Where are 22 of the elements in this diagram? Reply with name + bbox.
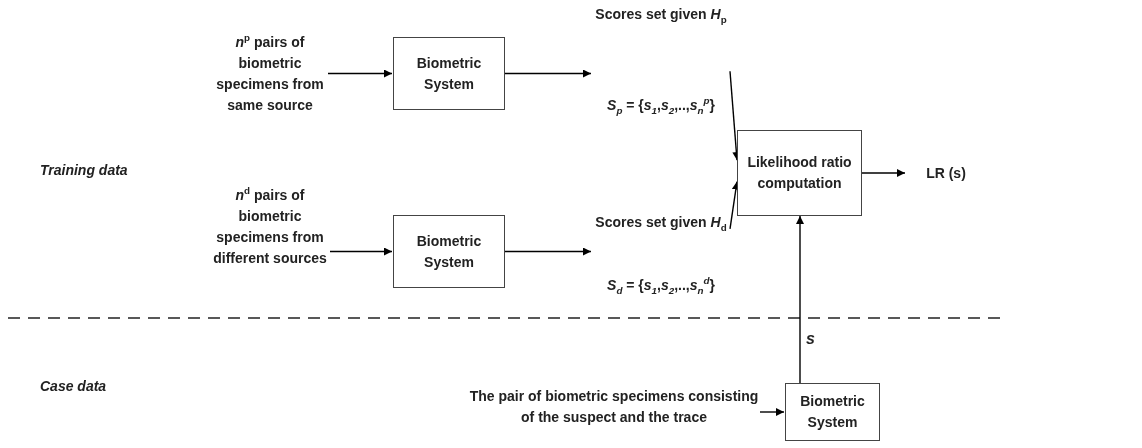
process-box: Biometric System bbox=[393, 215, 505, 288]
text-label: The pair of biometric specimens consisting of the suspect and the trace bbox=[468, 374, 760, 440]
arrow bbox=[329, 247, 393, 256]
arrow bbox=[504, 69, 592, 78]
arrow bbox=[861, 169, 906, 177]
text-label: LR (s) bbox=[906, 161, 986, 185]
formula-text: S$_{d}$ = {s$_{1}$,s$_{2}$,..,s$_{n}$$^{d}$} bbox=[607, 275, 715, 296]
text-label: Scores set given H$_{d}$ bbox=[595, 213, 727, 233]
process-box: Biometric System bbox=[785, 383, 880, 441]
arrow bbox=[504, 247, 592, 256]
section-label: Case data bbox=[40, 378, 107, 394]
section-label: Training data bbox=[40, 162, 128, 178]
arrow bbox=[327, 69, 393, 78]
arrow bbox=[796, 215, 804, 384]
process-box: Biometric System bbox=[393, 37, 505, 110]
process-box: Likelihood ratio computation bbox=[737, 130, 862, 216]
edge-label: s bbox=[806, 329, 815, 348]
text-label: Scores set given H$_{p}$ bbox=[595, 5, 727, 25]
text-label: n$^{d}$ pairs of biometric specimens from different sources bbox=[210, 142, 330, 312]
formula-text: S$_{p}$ = {s$_{1}$,s$_{2}$,..,s$_{n}$$^{p}$} bbox=[607, 95, 715, 116]
text-label: n$^{p}$ pairs of biometric specimens from same source bbox=[212, 18, 328, 130]
arrow bbox=[759, 408, 785, 416]
